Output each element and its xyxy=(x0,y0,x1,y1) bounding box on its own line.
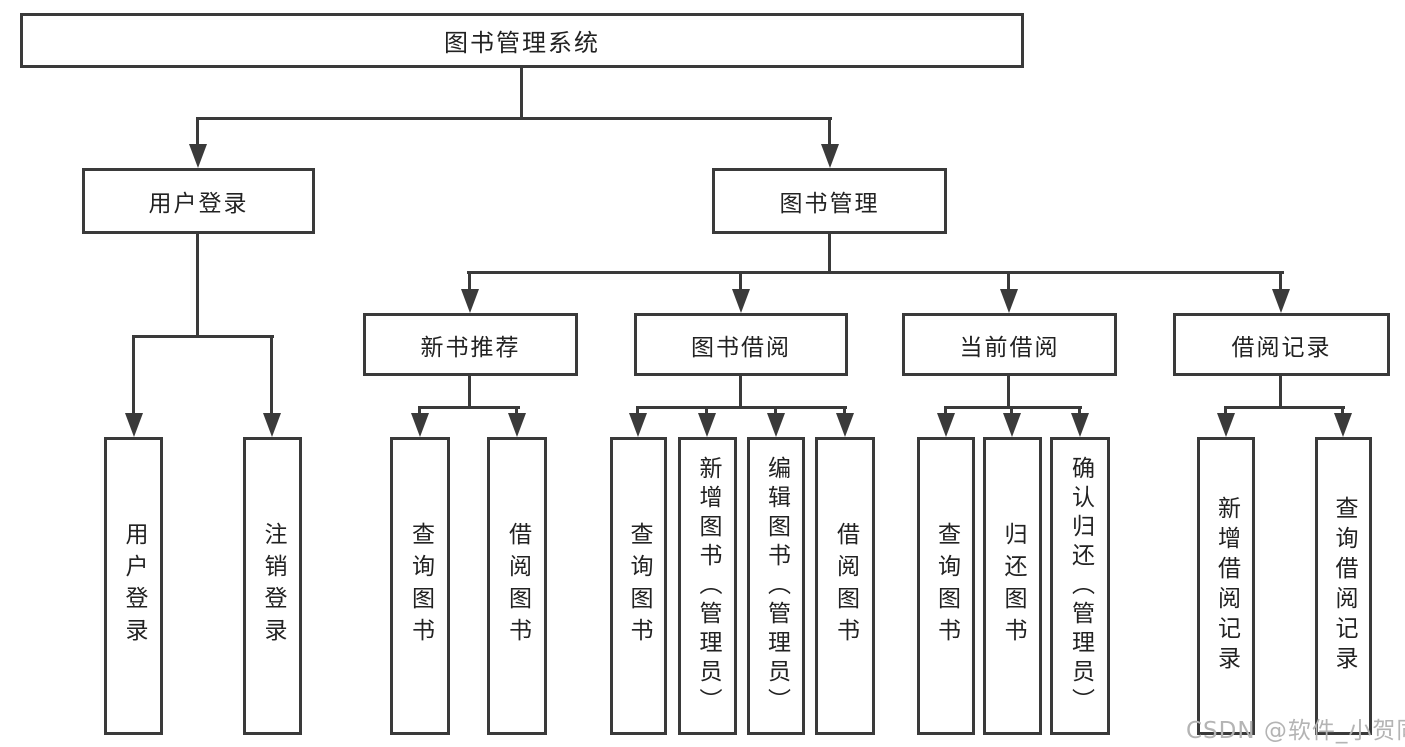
node-borrowing-records: 借阅记录 xyxy=(1173,313,1390,376)
leaf-user-login: 用户登录 xyxy=(104,437,163,735)
arrow-down-icon xyxy=(461,289,479,313)
node-label: 用户登录 xyxy=(148,191,249,217)
connector-line xyxy=(196,117,199,147)
leaf-borrow-books: 借阅图书 xyxy=(815,437,875,735)
node-user-login: 用户登录 xyxy=(82,168,315,234)
connector-line xyxy=(1007,271,1010,291)
connector-line xyxy=(132,335,135,415)
connector-line xyxy=(468,271,471,291)
connector-line xyxy=(1224,406,1345,409)
node-library-management-system: 图书管理系统 xyxy=(20,13,1024,68)
connector-line xyxy=(944,406,1082,409)
arrow-down-icon xyxy=(1003,413,1021,437)
connector-line xyxy=(1010,406,1013,418)
leaf-query-borrow-record: 查询借阅记录 xyxy=(1315,437,1372,735)
arrow-down-icon xyxy=(767,413,785,437)
arrow-down-icon xyxy=(1217,413,1235,437)
connector-line xyxy=(196,117,832,120)
connector-line xyxy=(467,271,1284,274)
leaf-add-book-admin: 新增图书（管理员） xyxy=(678,437,737,735)
arrow-down-icon xyxy=(1071,413,1089,437)
arrow-down-icon xyxy=(1272,289,1290,313)
connector-line xyxy=(1279,376,1282,409)
arrow-down-icon xyxy=(836,413,854,437)
node-new-book-recommend: 新书推荐 xyxy=(363,313,578,376)
connector-line xyxy=(520,68,523,118)
connector-line xyxy=(468,376,471,409)
node-label: 图书借阅 xyxy=(691,334,791,361)
arrow-down-icon xyxy=(821,144,839,168)
arrow-down-icon xyxy=(1334,413,1352,437)
arrow-down-icon xyxy=(263,413,281,437)
connector-line xyxy=(739,271,742,291)
node-label: 图书管理系统 xyxy=(444,29,600,57)
arrow-down-icon xyxy=(508,413,526,437)
connector-line xyxy=(843,406,846,418)
node-label: 借阅记录 xyxy=(1231,334,1332,361)
connector-line xyxy=(515,406,518,418)
arrow-down-icon xyxy=(1000,289,1018,313)
node-label: 图书管理 xyxy=(779,191,880,217)
leaf-logout: 注销登录 xyxy=(243,437,302,735)
arrow-down-icon xyxy=(411,413,429,437)
connector-line xyxy=(828,117,831,147)
connector-line xyxy=(1341,406,1344,418)
connector-line xyxy=(774,406,777,418)
arrow-down-icon xyxy=(125,413,143,437)
connector-line xyxy=(636,406,847,409)
connector-line xyxy=(705,406,708,418)
connector-line xyxy=(1007,376,1010,409)
leaf-return-books: 归还图书 xyxy=(983,437,1042,735)
connector-line xyxy=(828,234,831,274)
leaf-query-books-current: 查询图书 xyxy=(917,437,975,735)
connector-line xyxy=(1224,406,1227,418)
leaf-edit-book-admin: 编辑图书（管理员） xyxy=(747,437,805,735)
connector-line xyxy=(132,335,274,338)
connector-line xyxy=(418,406,520,409)
connector-line xyxy=(418,406,421,418)
connector-line xyxy=(636,406,639,418)
node-book-borrowing: 图书借阅 xyxy=(634,313,848,376)
leaf-query-books-recommend: 查询图书 xyxy=(390,437,450,735)
leaf-confirm-return-admin: 确认归还（管理员） xyxy=(1050,437,1110,735)
node-book-management: 图书管理 xyxy=(712,168,947,234)
connector-line xyxy=(944,406,947,418)
node-label: 新书推荐 xyxy=(420,334,521,361)
arrow-down-icon xyxy=(937,413,955,437)
connector-line xyxy=(1078,406,1081,418)
arrow-down-icon xyxy=(698,413,716,437)
leaf-borrow-books-recommend: 借阅图书 xyxy=(487,437,547,735)
csdn-watermark: CSDN @软件_小贺同学 xyxy=(1186,718,1405,744)
arrow-down-icon xyxy=(189,144,207,168)
connector-line xyxy=(270,335,273,415)
connector-line xyxy=(1279,271,1282,291)
connector-line xyxy=(196,234,199,337)
connector-line xyxy=(739,376,742,409)
leaf-add-borrow-record: 新增借阅记录 xyxy=(1197,437,1255,735)
leaf-query-books-borrow: 查询图书 xyxy=(610,437,667,735)
node-current-borrowing: 当前借阅 xyxy=(902,313,1117,376)
node-label: 当前借阅 xyxy=(959,334,1060,361)
arrow-down-icon xyxy=(629,413,647,437)
arrow-down-icon xyxy=(732,289,750,313)
